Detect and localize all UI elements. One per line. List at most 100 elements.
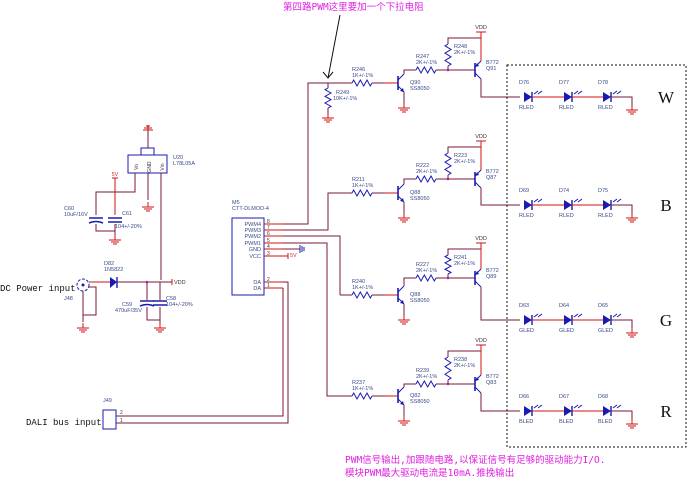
emitter-arrow (475, 172, 479, 176)
resistor-zigzag (351, 391, 373, 401)
led-triangle (524, 406, 532, 416)
led-type: GLED (559, 328, 574, 334)
resistor-icon (351, 78, 373, 88)
led-triangle (524, 200, 532, 210)
ground-icon (322, 113, 334, 123)
npn-ref: Q88 (410, 292, 420, 298)
resistor-icon (415, 273, 437, 283)
npn-ref: Q90 (410, 80, 420, 86)
led-ref: D63 (519, 303, 529, 309)
c59-value: 470uF/35V (115, 308, 142, 314)
npn-part: SS8050 (410, 196, 430, 202)
led-type: RLED (559, 105, 574, 111)
transistor-collector (474, 386, 482, 394)
led-light-arrow (537, 198, 543, 203)
pwm1-wire (283, 242, 340, 397)
polarized-capacitor-icon (139, 300, 155, 307)
c60-ref: C60 (64, 206, 74, 212)
led-light-arrow (573, 90, 579, 95)
d82-part: 1N5822 (104, 267, 123, 273)
bottom-note-1: PWM信号输出,加跟随电路,以保证信号有足够的驱动能力I/O. (345, 454, 605, 466)
capacitor-plate (139, 303, 155, 307)
r-pull-ref: R223 (454, 153, 467, 159)
led-type: BLED (519, 419, 533, 425)
pnp-ref: Q91 (486, 66, 496, 72)
vcc-5v-label: 5V (290, 253, 297, 259)
r-pull-ref: R248 (454, 44, 467, 50)
capacitor-icon (153, 300, 167, 306)
resistor-icon (415, 379, 437, 389)
resistor-icon (415, 65, 437, 75)
led-triangle (564, 92, 572, 102)
r-mid-ref: R247 (416, 54, 429, 60)
j48-ref: J48 (64, 296, 73, 302)
led-type: GLED (519, 328, 534, 334)
wire (146, 307, 161, 321)
da2-wire (116, 281, 289, 424)
wire (403, 383, 416, 387)
wire (403, 178, 416, 184)
wire (611, 410, 633, 419)
vdd-label: VDD (475, 134, 487, 140)
led-triangle (603, 315, 611, 325)
ground-icon (398, 416, 410, 426)
module-pin-number: 3 (267, 251, 270, 257)
led-light-arrow (533, 90, 539, 95)
c59-ref: C59 (122, 302, 132, 308)
led-triangle (603, 200, 611, 210)
wire (447, 248, 481, 255)
transistor-collector (397, 73, 405, 81)
ground-icon (143, 125, 153, 131)
d82-ref: D82 (104, 261, 114, 267)
channel-label-w: W (658, 88, 675, 107)
diode-icon (110, 277, 118, 288)
wire (82, 286, 97, 316)
resistor-zigzag (323, 87, 333, 109)
pnp-transistor-icon (474, 268, 482, 288)
r-mid-value: 2K+/-1% (416, 374, 437, 380)
regulator-pin-label: Vo (134, 164, 140, 170)
j49-pin-1: 1 (120, 418, 123, 424)
pnp-part: B772 (486, 268, 499, 274)
led-ref: D69 (519, 188, 529, 194)
regulator-part: L78L05A (173, 161, 195, 167)
channel-r: R2371K+/-1%Q82SS8050R2392K+/-1%R2382K+/-… (340, 338, 672, 429)
led-ref: D74 (559, 188, 569, 194)
r-mid-value: 2K+/-1% (416, 268, 437, 274)
ground-icon (626, 419, 638, 429)
dc-power-label: DC Power input (0, 284, 76, 294)
resistor-zigzag (351, 188, 373, 198)
ground-icon (626, 328, 638, 338)
wire (95, 224, 116, 232)
led-triangle (524, 92, 532, 102)
led-light-arrow (573, 404, 579, 409)
led-ref: D66 (519, 394, 529, 400)
regulator-ref: U20 (173, 155, 183, 161)
ground-icon (398, 213, 410, 223)
capacitor-plate (88, 220, 104, 224)
emitter-arrow (400, 401, 404, 405)
led-light-arrow (577, 198, 583, 203)
resistor-icon (415, 174, 437, 184)
wire (480, 188, 520, 206)
vdd-label: VDD (475, 338, 487, 344)
led-light-arrow (533, 404, 539, 409)
npn-transistor-icon (397, 183, 405, 203)
led-ref: D68 (598, 394, 608, 400)
r-pull-ref: R238 (454, 357, 467, 363)
r-pull-value: 2K+/-1% (454, 159, 475, 165)
r-in-ref: R240 (352, 279, 365, 285)
channel-g: R2401K+/-1%Q88SS8050R2272K+/-1%R2412K+/-… (340, 236, 672, 338)
led-type: RLED (598, 213, 613, 219)
resistor-icon (444, 152, 452, 176)
pnp-ref: Q83 (486, 380, 496, 386)
regulator-tab (140, 147, 155, 156)
transistor-collector (397, 386, 405, 394)
r-in-value: 1K+/-1% (352, 73, 373, 79)
module-ref: M5 (232, 200, 240, 206)
led-triangle (524, 315, 532, 325)
emitter-arrow (475, 271, 479, 275)
wire (611, 204, 633, 213)
led-ref: D76 (519, 80, 529, 86)
r-in-ref: R211 (352, 177, 365, 183)
